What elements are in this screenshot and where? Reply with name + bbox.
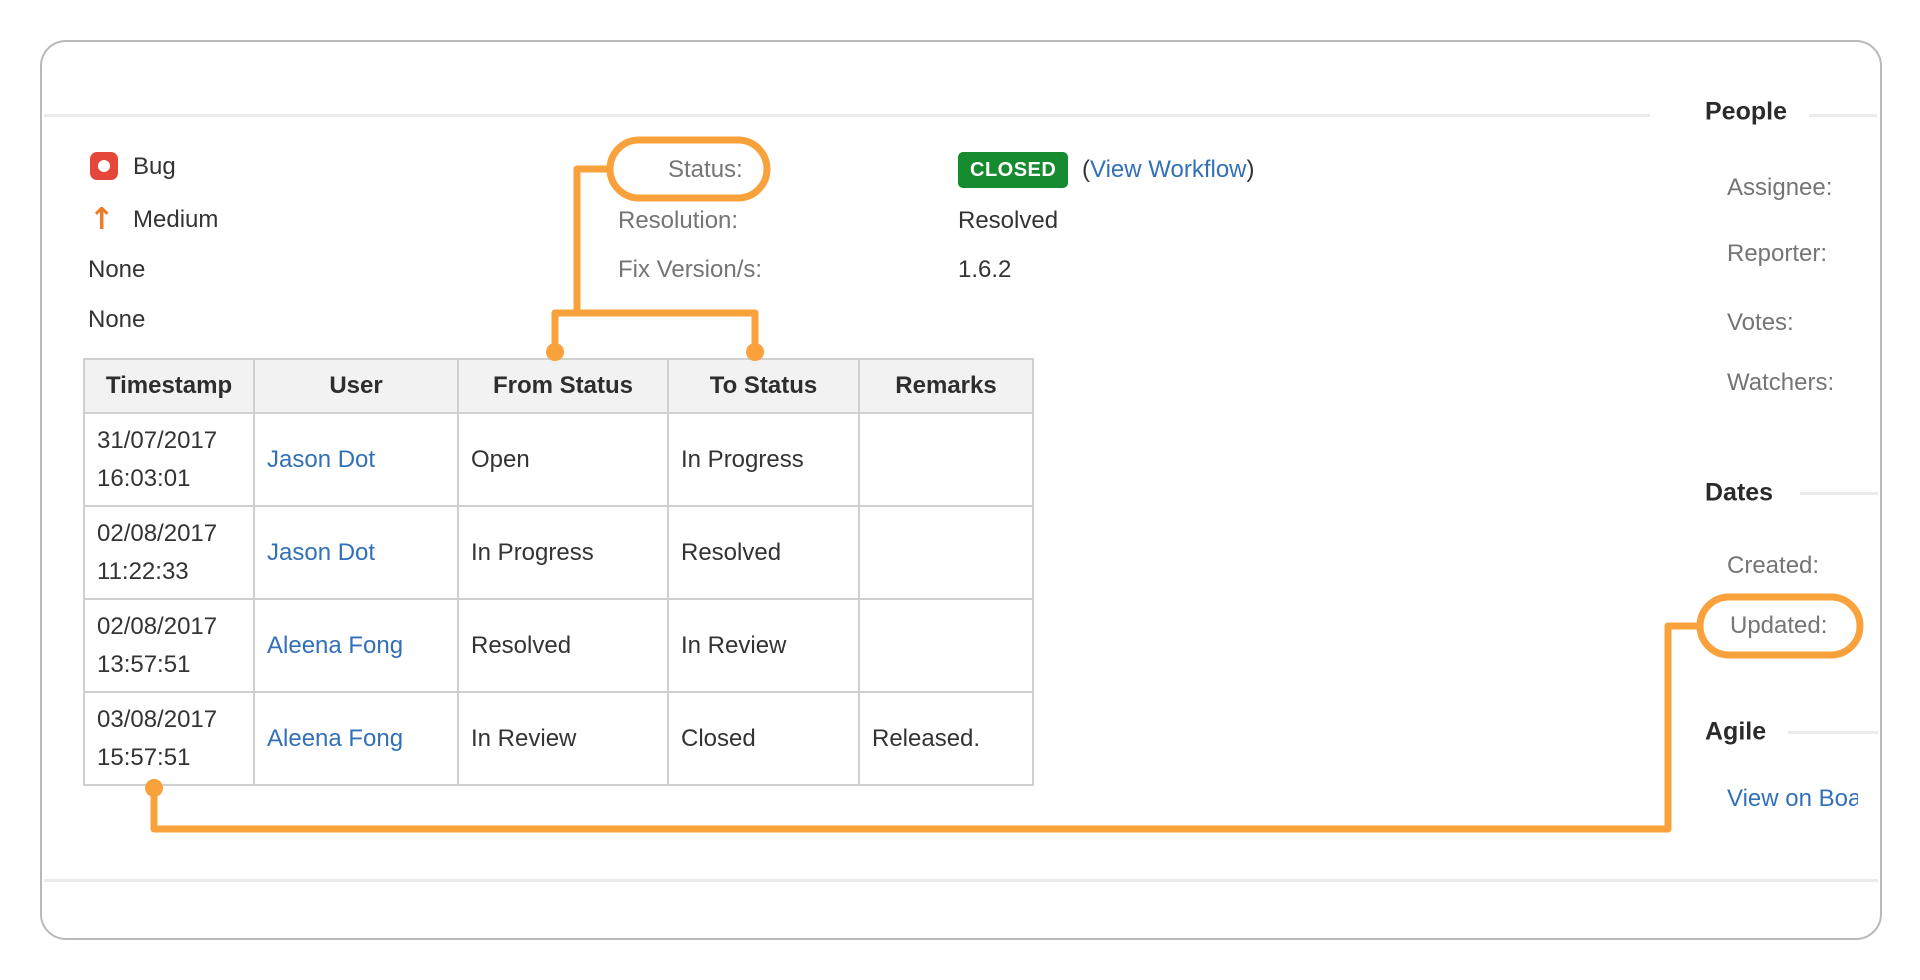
fix-version-field-label: Fix Version/s: (618, 256, 763, 283)
priority-up-icon: ↑ (89, 202, 115, 237)
none-value-2: None (88, 306, 146, 333)
paren-close: ) (1246, 156, 1255, 183)
top-divider-left (44, 114, 1650, 117)
dates-heading-rule (1800, 492, 1878, 495)
col-header-user: User (253, 358, 459, 414)
user-cell: Aleena Fong (253, 598, 459, 693)
table-header-row: Timestamp User From Status To Status Rem… (83, 358, 1034, 414)
table-row: 03/08/2017 15:57:51 Aleena Fong In Review… (83, 691, 1034, 786)
col-header-timestamp: Timestamp (83, 358, 255, 414)
created-label: Created: (1727, 552, 1820, 579)
user-link[interactable]: Jason Dot (267, 445, 376, 473)
view-on-board-clip: View on Board (1727, 785, 1858, 813)
from-status-cell: Open (457, 412, 669, 507)
view-workflow-link[interactable]: View Workflow (1090, 156, 1247, 183)
updated-label: Updated: (1730, 612, 1828, 639)
resolution-field-label: Resolution: (618, 207, 739, 234)
col-header-from-status: From Status (457, 358, 669, 414)
view-workflow-wrapper: (View Workflow) (1082, 156, 1255, 184)
timestamp-date: 02/08/2017 (97, 519, 218, 547)
status-field-label: Status: (668, 156, 743, 183)
assignee-label: Assignee: (1727, 174, 1833, 201)
bottom-divider (44, 879, 1878, 882)
remarks-cell (858, 412, 1034, 507)
watchers-label: Watchers: (1727, 369, 1835, 396)
table-row: 31/07/2017 16:03:01 Jason Dot Open In Pro… (83, 412, 1034, 507)
table-row: 02/08/2017 11:22:33 Jason Dot In Progress… (83, 505, 1034, 600)
agile-section-heading: Agile (1705, 717, 1767, 746)
col-header-remarks: Remarks (858, 358, 1034, 414)
view-on-board-link[interactable]: View on Board (1727, 785, 1858, 812)
fix-version-value: 1.6.2 (958, 256, 1012, 283)
from-status-cell: Resolved (457, 598, 669, 693)
from-status-cell: In Review (457, 691, 669, 786)
none-value-1: None (88, 256, 146, 283)
dates-section-heading: Dates (1705, 478, 1774, 507)
user-cell: Aleena Fong (253, 691, 459, 786)
timestamp-date: 02/08/2017 (97, 612, 218, 640)
agile-heading-rule (1788, 731, 1878, 734)
people-section-heading: People (1705, 97, 1797, 127)
timestamp-time: 16:03:01 (97, 464, 191, 492)
remarks-cell: Released. (858, 691, 1034, 786)
to-status-cell: Closed (667, 691, 860, 786)
timestamp-cell: 02/08/2017 13:57:51 (83, 598, 255, 693)
timestamp-time: 11:22:33 (97, 557, 189, 585)
to-status-cell: In Progress (667, 412, 860, 507)
bug-icon (90, 152, 118, 180)
col-header-to-status: To Status (667, 358, 860, 414)
timestamp-date: 03/08/2017 (97, 705, 218, 733)
to-status-cell: In Review (667, 598, 860, 693)
user-link[interactable]: Aleena Fong (267, 631, 404, 659)
timestamp-cell: 31/07/2017 16:03:01 (83, 412, 255, 507)
status-badge: CLOSED (958, 152, 1069, 188)
paren-open: ( (1082, 156, 1090, 183)
top-divider-right (1809, 114, 1877, 117)
timestamp-date: 31/07/2017 (97, 426, 218, 454)
issue-type-label: Bug (133, 153, 176, 180)
user-link[interactable]: Jason Dot (267, 538, 376, 566)
reporter-label: Reporter: (1727, 240, 1828, 267)
to-status-cell: Resolved (667, 505, 860, 600)
votes-label: Votes: (1727, 309, 1794, 336)
status-history-table: Timestamp User From Status To Status Rem… (83, 358, 1034, 786)
user-cell: Jason Dot (253, 505, 459, 600)
from-status-cell: In Progress (457, 505, 669, 600)
timestamp-cell: 03/08/2017 15:57:51 (83, 691, 255, 786)
timestamp-cell: 02/08/2017 11:22:33 (83, 505, 255, 600)
remarks-cell (858, 598, 1034, 693)
timestamp-time: 15:57:51 (97, 743, 191, 771)
priority-label: Medium (133, 206, 219, 233)
user-link[interactable]: Aleena Fong (267, 724, 404, 752)
user-cell: Jason Dot (253, 412, 459, 507)
resolution-value: Resolved (958, 207, 1059, 234)
remarks-cell (858, 505, 1034, 600)
timestamp-time: 13:57:51 (97, 650, 191, 678)
